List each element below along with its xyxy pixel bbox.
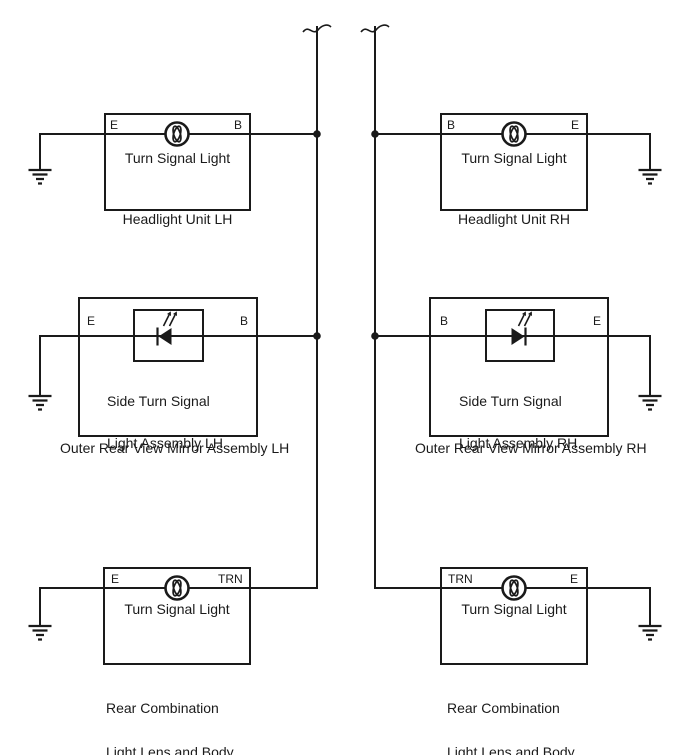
junction-dot — [371, 130, 379, 138]
component-box-headlight-rh — [440, 113, 588, 211]
led-icon — [156, 310, 179, 347]
unit-caption: Outer Rear View Mirror Assembly RH — [415, 440, 647, 456]
junction-dot — [313, 332, 321, 340]
component-label-line: Side Turn Signal — [459, 393, 562, 409]
component-box-rear-rh — [440, 567, 588, 665]
terminal-label: TRN — [448, 572, 473, 586]
unit-caption-line: Rear Combination — [447, 700, 560, 716]
bulb-icon — [501, 121, 527, 147]
terminal-label: E — [87, 314, 96, 328]
component-label: Turn Signal Light — [461, 601, 567, 617]
terminal-label: E — [571, 118, 580, 132]
unit-caption: Outer Rear View Mirror Assembly LH — [60, 440, 290, 456]
junction-dot — [371, 332, 379, 340]
unit-caption-line: Light Lens and Body — [447, 743, 575, 755]
unit-caption-line: Rear Combination — [106, 700, 219, 716]
terminal-label: E — [110, 118, 119, 132]
ground-icon — [27, 624, 53, 641]
component-label-line: Light Assembly LH — [107, 435, 223, 451]
component-box-mirror-lh — [78, 297, 258, 437]
component-label: Turn Signal Light — [124, 601, 230, 617]
ground-icon — [27, 394, 53, 411]
wire-headlight-rh — [375, 133, 651, 170]
junction-dot — [313, 130, 321, 138]
bus-wire-left — [250, 26, 318, 589]
terminal-label: B — [240, 314, 249, 328]
component-box-rear-lh — [103, 567, 251, 665]
ground-icon — [637, 168, 663, 185]
wire-mirror-rh — [375, 335, 651, 396]
ground-icon — [637, 624, 663, 641]
terminal-label: B — [234, 118, 243, 132]
component-label-line: Side Turn Signal — [107, 393, 210, 409]
component-label-line: Light Assembly RH — [459, 435, 578, 451]
component-box-mirror-rh — [429, 297, 609, 437]
unit-caption: Rear Combination Light Lens and Body RH — [447, 672, 575, 755]
wire-headlight-lh — [39, 133, 317, 170]
bulb-icon — [164, 121, 190, 147]
unit-caption: Rear Combination Light Lens and Body LH — [106, 672, 234, 755]
ground-icon — [637, 394, 663, 411]
bus-wire-right — [374, 26, 441, 589]
component-box-headlight-lh — [104, 113, 251, 211]
terminal-label: B — [440, 314, 449, 328]
terminal-label: B — [447, 118, 456, 132]
wire-mirror-lh — [39, 335, 317, 396]
component-label: Turn Signal Light — [461, 150, 567, 166]
bulb-icon — [501, 575, 527, 601]
terminal-label: E — [593, 314, 602, 328]
led-box-mirror-rh — [485, 309, 555, 362]
unit-caption: Headlight Unit RH — [457, 211, 571, 227]
component-label: Side Turn Signal Light Assembly RH — [459, 366, 577, 478]
component-label: Side Turn Signal Light Assembly LH — [107, 366, 223, 478]
ground-icon — [27, 168, 53, 185]
terminal-label: E — [570, 572, 579, 586]
led-box-mirror-lh — [133, 309, 204, 362]
terminal-label: E — [111, 572, 120, 586]
bulb-icon — [164, 575, 190, 601]
led-icon — [510, 310, 534, 347]
terminal-label: TRN — [218, 572, 243, 586]
unit-caption-line: Light Lens and Body — [106, 743, 234, 755]
unit-caption: Headlight Unit LH — [122, 211, 233, 227]
component-label: Turn Signal Light — [124, 150, 231, 166]
